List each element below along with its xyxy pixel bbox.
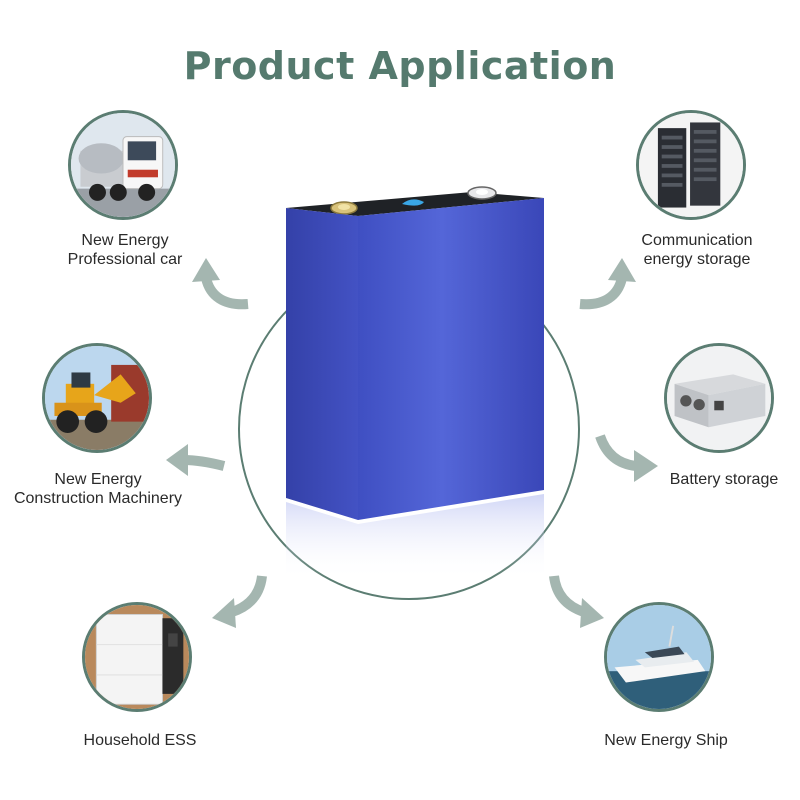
home-battery-photo bbox=[82, 602, 192, 712]
label-household: Household ESS bbox=[83, 732, 197, 749]
arrow-to-communication bbox=[574, 252, 644, 312]
label-battery-storage: Battery storage bbox=[669, 471, 779, 488]
truck-icon bbox=[71, 113, 175, 217]
home-battery-icon bbox=[85, 605, 189, 709]
wheel-loader-icon bbox=[45, 346, 149, 450]
curved-arrow-icon bbox=[549, 575, 604, 628]
arrow-to-construction bbox=[162, 430, 232, 490]
label-ship: New Energy Ship bbox=[604, 732, 728, 749]
battery-module-photo bbox=[664, 343, 774, 453]
battery-cell-icon bbox=[286, 186, 544, 580]
battery-rack-icon bbox=[639, 113, 743, 217]
curved-arrow-icon bbox=[166, 444, 226, 476]
label-pro-car: New Energy Professional car bbox=[67, 232, 183, 268]
curved-arrow-icon bbox=[192, 258, 249, 310]
arrow-to-ship bbox=[540, 572, 610, 632]
curved-arrow-icon bbox=[595, 434, 658, 482]
curved-arrow-icon bbox=[579, 258, 636, 310]
page-title: Product Application bbox=[183, 44, 617, 88]
arrow-to-pro-car bbox=[184, 252, 254, 312]
battery-rack-photo bbox=[636, 110, 746, 220]
truck-photo bbox=[68, 110, 178, 220]
ship-photo bbox=[604, 602, 714, 712]
curved-arrow-icon bbox=[212, 575, 267, 628]
label-construction: New Energy Construction Machinery bbox=[13, 471, 183, 507]
arrow-to-household bbox=[206, 572, 276, 632]
wheel-loader-photo bbox=[42, 343, 152, 453]
battery-module-icon bbox=[667, 346, 771, 450]
battery-cell-image bbox=[282, 180, 552, 590]
arrow-to-battery-storage bbox=[592, 430, 662, 490]
label-communication: Communication energy storage bbox=[641, 232, 753, 268]
ship-icon bbox=[607, 605, 711, 709]
